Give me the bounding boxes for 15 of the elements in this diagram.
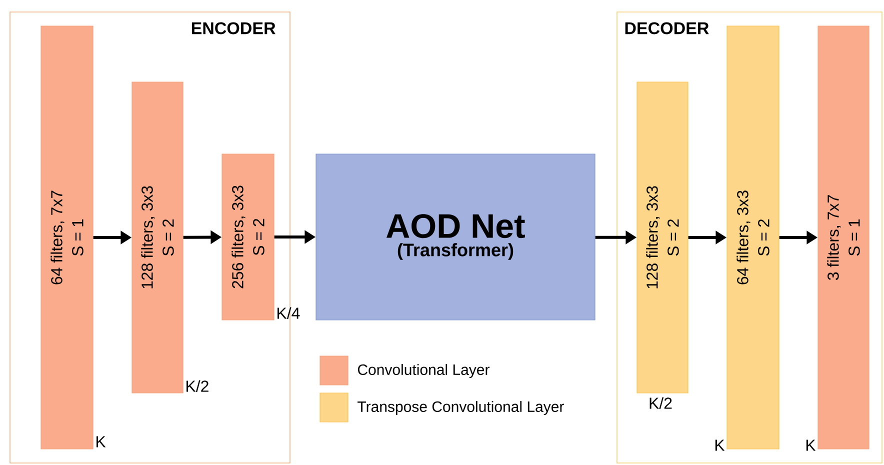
size-label: K [806, 440, 816, 451]
layer-bar: 64 filters, 3x3 S = 2 [726, 26, 780, 450]
size-label: K/2 [650, 397, 672, 409]
layer-bar: 256 filters, 3x3 S = 2 [222, 154, 274, 320]
legend-label: Convolutional Layer [358, 364, 490, 378]
size-label: K/2 [186, 380, 208, 392]
layer-bar: 128 filters, 3x3 S = 2 [132, 82, 184, 394]
size-label: K/4 [278, 307, 300, 319]
size-label: K [96, 436, 106, 448]
transformer-block: AOD Net (Transformer) [316, 154, 596, 320]
legend-label: Transpose Convolutional Layer [358, 401, 564, 415]
layer-bar: 3 filters, 7x7 S = 1 [818, 26, 870, 450]
layer-bar: 128 filters, 3x3 S = 2 [636, 82, 688, 394]
layer-bar: 64 filters, 7x7 S = 1 [40, 26, 94, 450]
size-label: K [715, 440, 725, 451]
